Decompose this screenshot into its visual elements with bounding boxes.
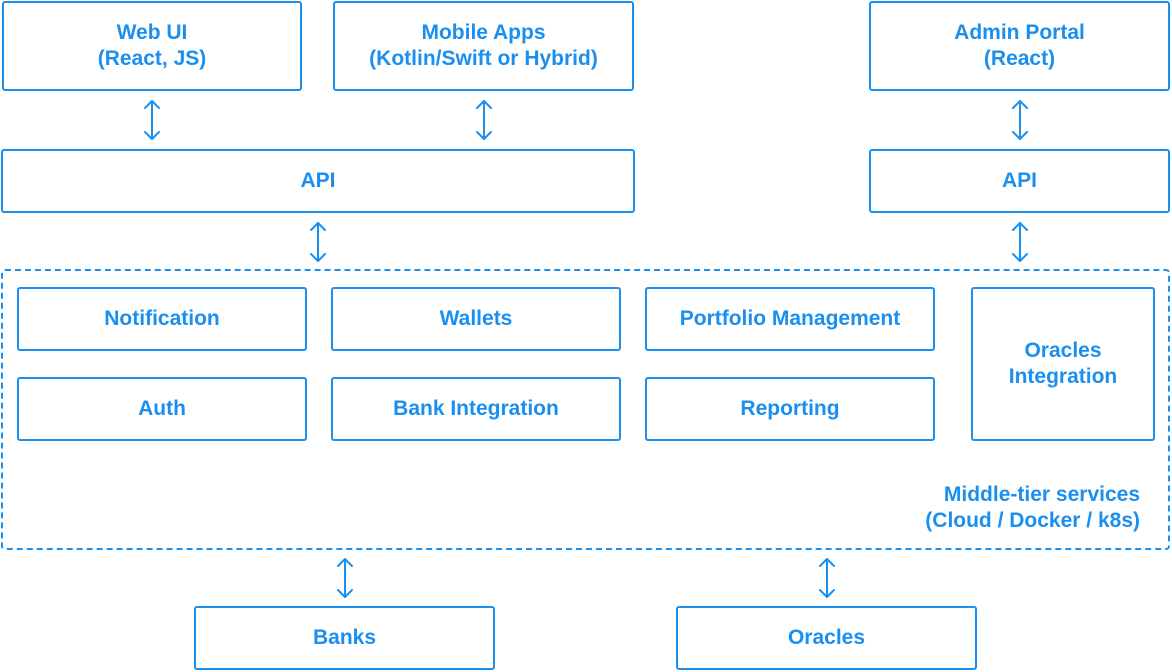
web-ui-tech: (React, JS) — [97, 47, 207, 70]
arrow-admin-portal-api — [1012, 100, 1028, 140]
banks-label: Banks — [312, 626, 377, 649]
oracles-box: Oracles — [676, 606, 977, 670]
arrow-middle-tier-banks — [337, 558, 353, 598]
mobile-apps-title: Mobile Apps — [421, 21, 546, 44]
portfolio-management-service-box: Portfolio Management — [645, 287, 935, 351]
mobile-apps-tech: (Kotlin/Swift or Hybrid) — [369, 47, 598, 70]
arrow-api-middle-tier — [310, 222, 326, 262]
arrow-admin-api-middle-tier — [1012, 222, 1028, 262]
banks-box: Banks — [194, 606, 495, 670]
main-api-box: API — [1, 149, 635, 213]
admin-api-label: API — [1001, 169, 1037, 192]
web-ui-box: Web UI (React, JS) — [2, 1, 302, 91]
notification-service-label: Notification — [104, 307, 220, 330]
auth-service-box: Auth — [17, 377, 307, 441]
middle-tier-group — [1, 269, 1170, 550]
reporting-service-label: Reporting — [740, 397, 840, 420]
main-api-label: API — [300, 169, 336, 192]
reporting-service-box: Reporting — [645, 377, 935, 441]
oracles-integration-line1: Oracles — [1024, 339, 1102, 362]
arrow-web-ui-api — [144, 100, 160, 140]
wallets-service-label: Wallets — [439, 307, 513, 330]
web-ui-title: Web UI — [116, 21, 188, 44]
oracles-integration-service-box: Oracles Integration — [971, 287, 1155, 441]
oracles-label: Oracles — [787, 626, 866, 649]
admin-portal-box: Admin Portal (React) — [869, 1, 1170, 91]
admin-portal-title: Admin Portal — [954, 21, 1085, 44]
arrow-middle-tier-oracles — [819, 558, 835, 598]
arrow-mobile-apps-api — [476, 100, 492, 140]
bank-integration-service-label: Bank Integration — [393, 397, 559, 420]
oracles-integration-line2: Integration — [1008, 365, 1118, 388]
wallets-service-box: Wallets — [331, 287, 621, 351]
mobile-apps-box: Mobile Apps (Kotlin/Swift or Hybrid) — [333, 1, 634, 91]
middle-tier-caption: Middle-tier services (Cloud / Docker / k… — [925, 482, 1140, 534]
portfolio-management-service-label: Portfolio Management — [679, 307, 901, 330]
middle-tier-caption-line1: Middle-tier services — [943, 483, 1140, 506]
notification-service-box: Notification — [17, 287, 307, 351]
bank-integration-service-box: Bank Integration — [331, 377, 621, 441]
admin-api-box: API — [869, 149, 1170, 213]
admin-portal-tech: (React) — [983, 47, 1056, 70]
middle-tier-caption-line2: (Cloud / Docker / k8s) — [925, 509, 1140, 532]
auth-service-label: Auth — [138, 397, 186, 420]
